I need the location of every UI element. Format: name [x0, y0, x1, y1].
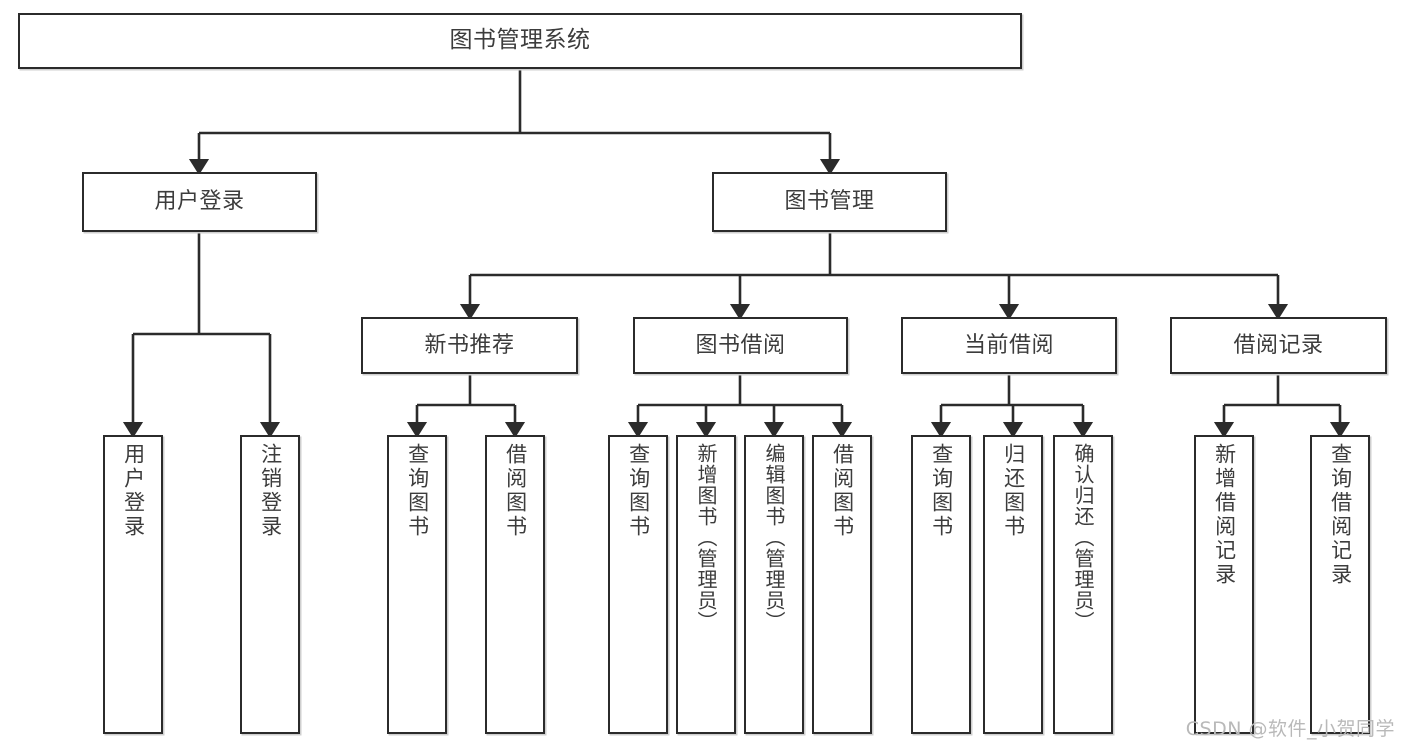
node-book-management[interactable]: 图书管理 — [712, 172, 947, 232]
node-user-login[interactable]: 用户登录 — [82, 172, 317, 232]
node-leaf-edit-book-admin[interactable]: 编辑图书（管理员） — [744, 435, 804, 734]
node-label: 图书管理 — [784, 189, 875, 215]
node-leaf-confirm-return-admin[interactable]: 确认归还（管理员） — [1053, 435, 1113, 734]
node-borrow-record[interactable]: 借阅记录 — [1170, 317, 1387, 374]
node-label: 查询图书 — [626, 443, 651, 539]
node-new-book-recommend[interactable]: 新书推荐 — [361, 317, 578, 374]
watermark-text: CSDN @软件_小贺同学 — [1185, 718, 1395, 740]
node-label: 用户登录 — [121, 443, 146, 539]
node-label: 借阅图书 — [503, 443, 528, 539]
node-label: 查询借阅记录 — [1328, 443, 1353, 587]
node-label: 新书推荐 — [424, 332, 515, 358]
node-label: 借阅图书 — [830, 443, 855, 539]
node-leaf-borrow-book[interactable]: 借阅图书 — [812, 435, 872, 734]
node-root-book-management-system[interactable]: 图书管理系统 — [18, 13, 1022, 69]
node-leaf-add-borrow-record[interactable]: 新增借阅记录 — [1194, 435, 1254, 734]
node-leaf-query-book-borrow[interactable]: 查询图书 — [608, 435, 668, 734]
node-label: 查询图书 — [405, 443, 430, 539]
node-label: 编辑图书（管理员） — [762, 443, 786, 632]
node-leaf-query-book-recommend[interactable]: 查询图书 — [387, 435, 447, 734]
node-label: 确认归还（管理员） — [1071, 443, 1095, 632]
node-leaf-add-book-admin[interactable]: 新增图书（管理员） — [676, 435, 736, 734]
node-label: 图书借阅 — [695, 332, 786, 358]
node-label: 归还图书 — [1001, 443, 1026, 539]
node-label: 图书管理系统 — [449, 27, 591, 54]
node-label: 新增借阅记录 — [1212, 443, 1237, 587]
node-leaf-user-login[interactable]: 用户登录 — [103, 435, 163, 734]
node-label: 用户登录 — [154, 189, 245, 215]
node-book-borrow[interactable]: 图书借阅 — [633, 317, 848, 374]
node-label: 借阅记录 — [1233, 332, 1324, 358]
node-label: 查询图书 — [929, 443, 954, 539]
node-current-borrow[interactable]: 当前借阅 — [901, 317, 1117, 374]
node-leaf-query-borrow-record[interactable]: 查询借阅记录 — [1310, 435, 1370, 734]
node-label: 新增图书（管理员） — [694, 443, 718, 632]
node-label: 当前借阅 — [963, 332, 1054, 358]
node-leaf-logout[interactable]: 注销登录 — [240, 435, 300, 734]
node-leaf-return-book[interactable]: 归还图书 — [983, 435, 1043, 734]
node-label: 注销登录 — [258, 443, 283, 539]
node-leaf-query-book-current[interactable]: 查询图书 — [911, 435, 971, 734]
node-leaf-borrow-book-recommend[interactable]: 借阅图书 — [485, 435, 545, 734]
